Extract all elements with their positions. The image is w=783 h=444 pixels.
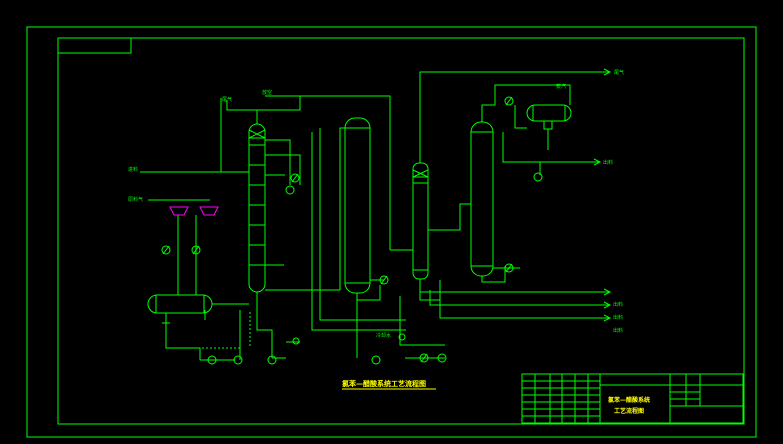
column-3 bbox=[412, 162, 429, 280]
bottom-title: 氯苯—醋酸系统工艺流程图 bbox=[342, 379, 426, 388]
label-feed-1: 进料 bbox=[128, 166, 138, 173]
label-top-left-1: 尾气 bbox=[222, 96, 232, 103]
outer-frame bbox=[26, 26, 757, 438]
corner-tab bbox=[57, 37, 132, 54]
spray-nozzles bbox=[169, 206, 219, 216]
reflux-drum-right bbox=[526, 104, 572, 130]
title-block-line1: 氯苯—醋酸系统 bbox=[608, 396, 650, 404]
valves bbox=[161, 96, 514, 363]
label-top-left-2: 放空 bbox=[262, 89, 272, 96]
label-feed-2: 原料气 bbox=[128, 196, 143, 203]
label-outlet-3: 出料 bbox=[613, 327, 623, 334]
title-block bbox=[521, 373, 744, 424]
label-outlet-1: 出料 bbox=[613, 301, 623, 308]
piping bbox=[140, 68, 612, 361]
column-2 bbox=[344, 117, 371, 294]
column-1 bbox=[248, 123, 266, 293]
label-right-mid: 出料 bbox=[603, 159, 613, 166]
label-top-right-2: 蒸汽 bbox=[556, 83, 566, 90]
pumps bbox=[207, 172, 543, 365]
inner-frame bbox=[57, 37, 745, 425]
label-outlet-2: 出料 bbox=[613, 314, 623, 321]
label-bottom-mid: 冷却水 bbox=[376, 332, 391, 339]
instrument-lines bbox=[182, 312, 251, 349]
reflux-drum-left bbox=[147, 294, 213, 324]
label-top-right-1: 尾气 bbox=[614, 69, 624, 76]
title-block-line2: 工艺流程图 bbox=[614, 407, 644, 415]
column-4 bbox=[470, 121, 494, 277]
